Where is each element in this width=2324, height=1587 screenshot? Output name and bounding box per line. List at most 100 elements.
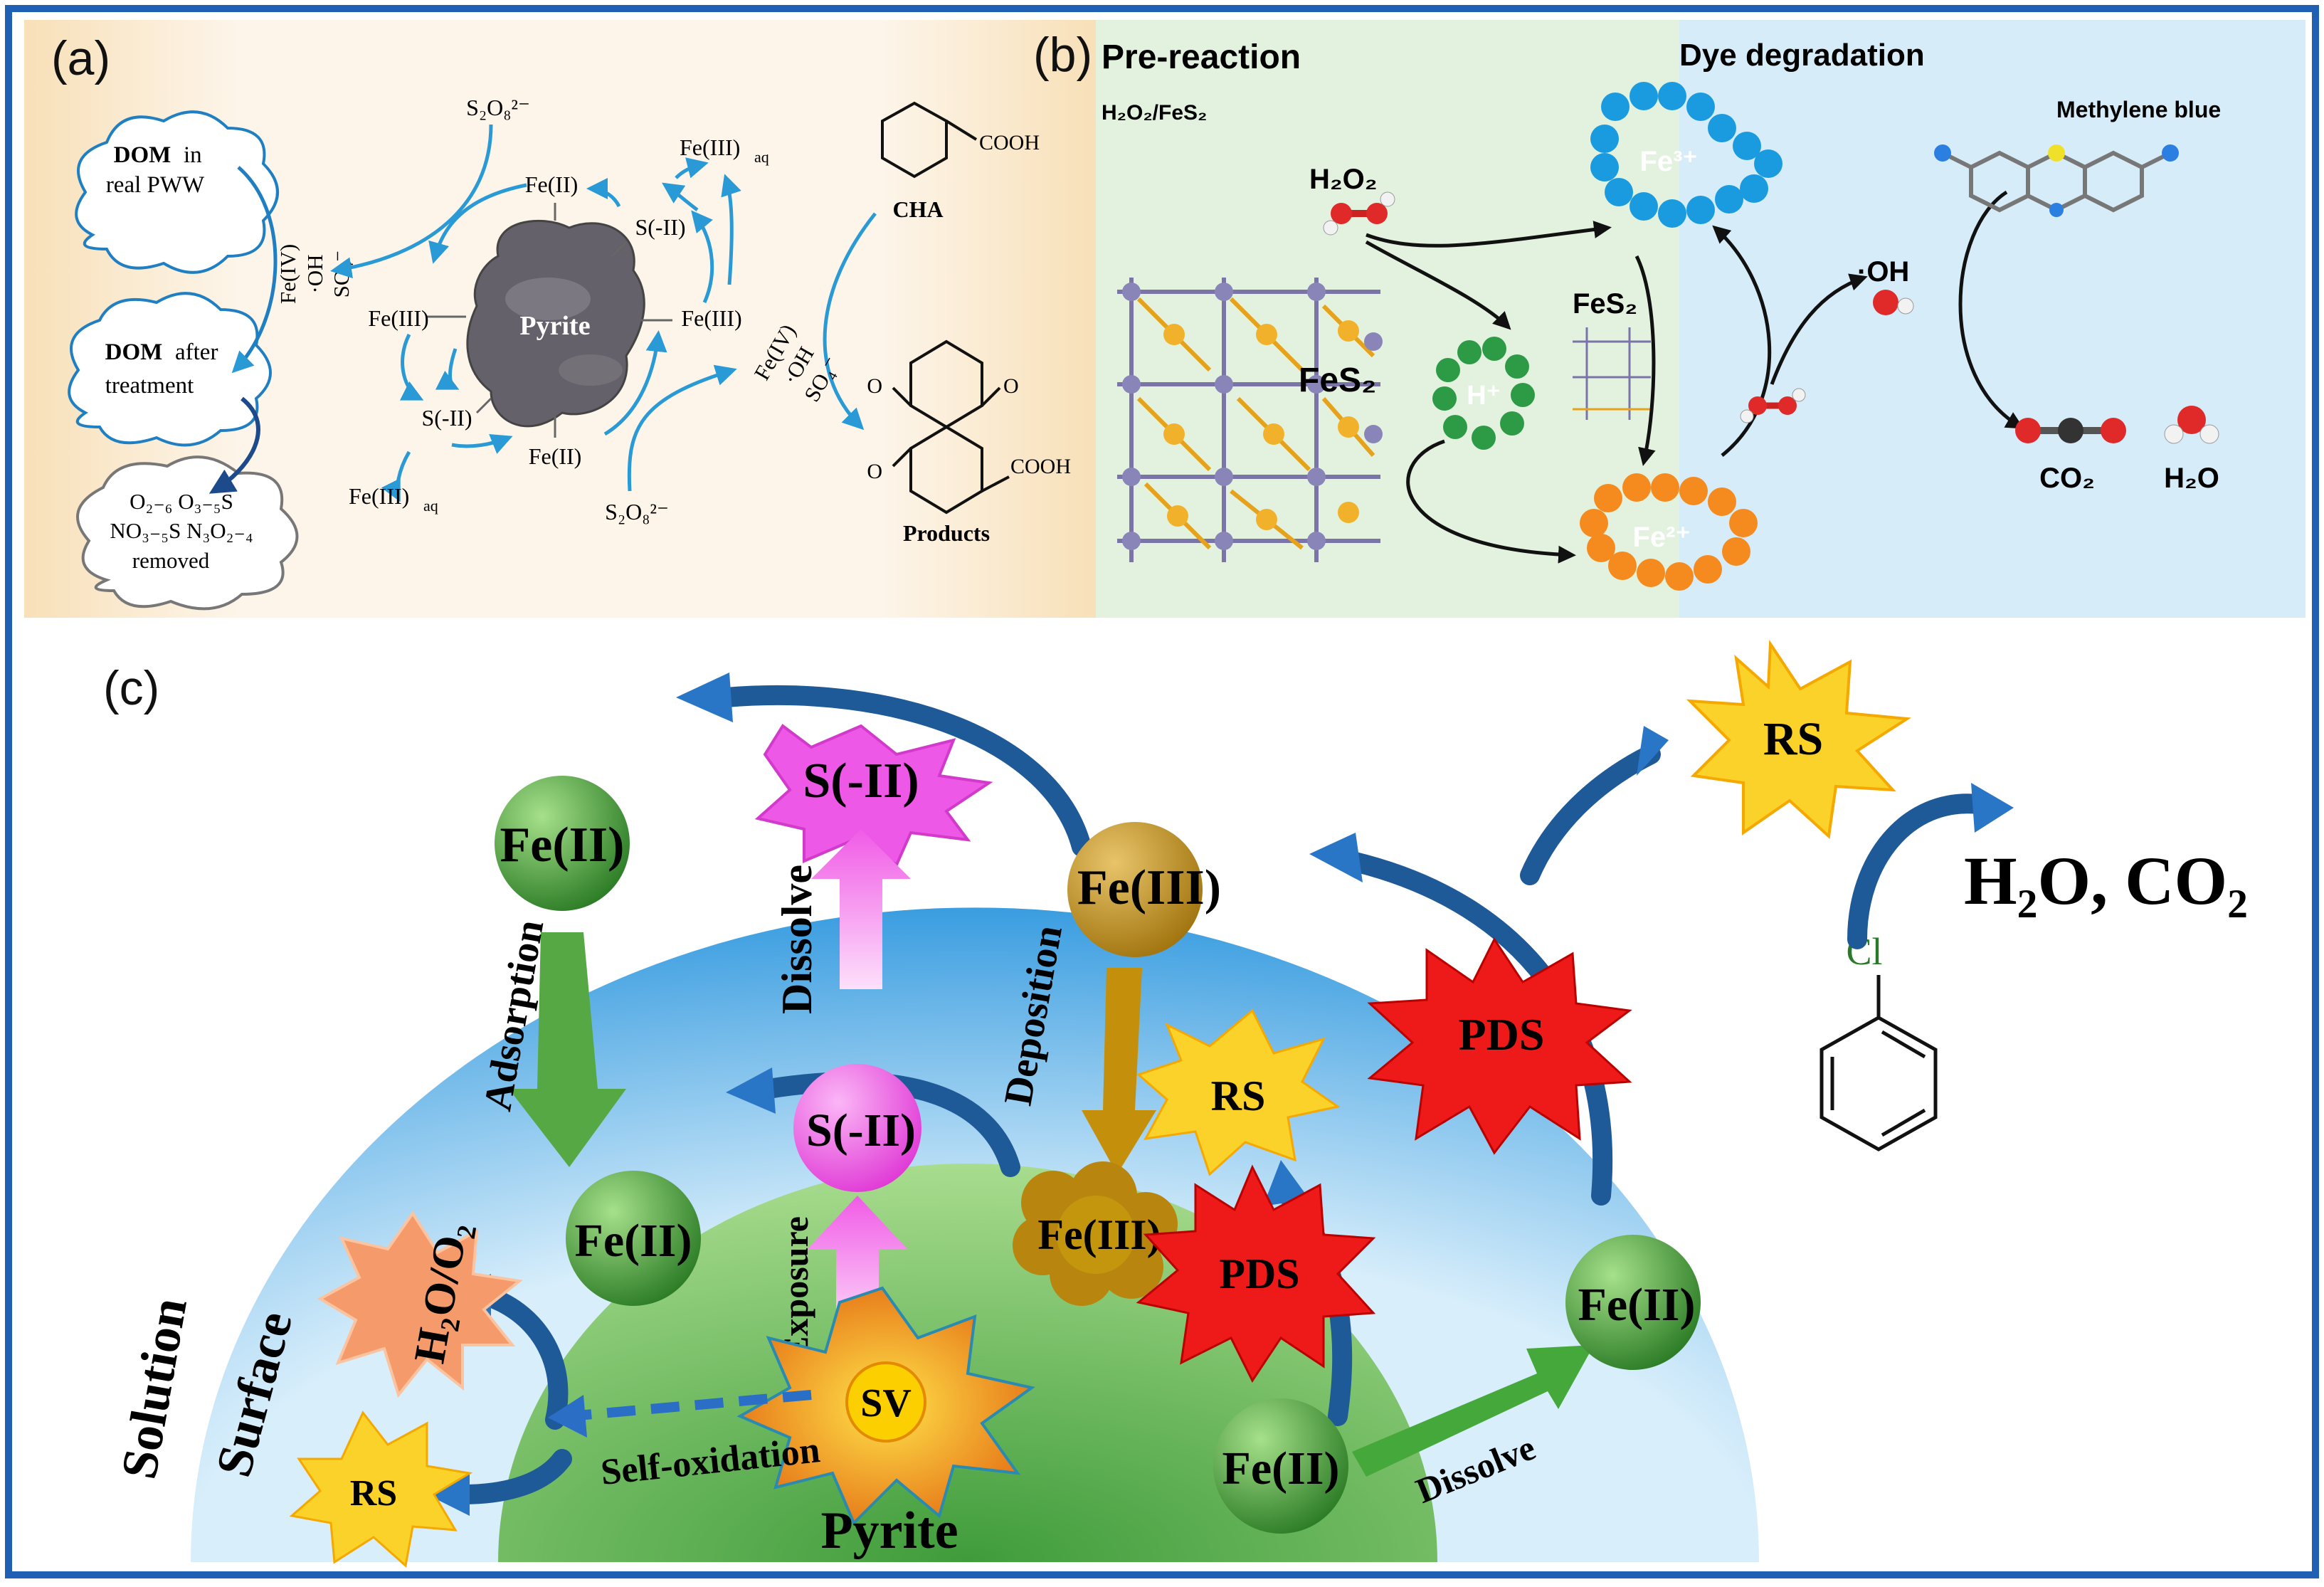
persulfate-top: S₂O₈²⁻ (466, 95, 530, 120)
removed-line2: NO₃₋₅S N₃O₂₋₄ (110, 518, 253, 543)
dom-real-line3: real PWW (106, 172, 205, 198)
fes2-lattice: FeS₂ (1117, 278, 1383, 562)
s2-inner-label: S(-II) (806, 1104, 916, 1156)
cloud-dom-after: DOM after treatment (68, 292, 272, 447)
fe2-plus-cluster (1580, 473, 1758, 591)
fe3aq-bottom-sub: aq (423, 497, 438, 515)
s2-top-label: S(-II) (635, 214, 685, 240)
dissolve-right-arrow (1352, 1345, 1594, 1477)
persulfate-bottom: S₂O₈²⁻ (605, 499, 669, 524)
fe2-top-label: Fe(II) (525, 172, 579, 197)
h2o-molecule (2164, 406, 2219, 444)
panel-c: (c) RS H₂O, CO₂ Cl (103, 639, 2248, 1568)
h2o2-label: H₂O₂ (1309, 164, 1378, 195)
fe2-core-label: Fe(II) (1222, 1443, 1340, 1494)
h2o-co2-label: H₂O, CO₂ (1964, 843, 2248, 919)
co2-label: CO₂ (2039, 463, 2095, 494)
arrow-dom-to-after (231, 166, 278, 374)
fe2-inner-label: Fe(II) (575, 1215, 692, 1267)
exposure-g: Exposure (776, 1216, 815, 1360)
fes2-main-label: FeS₂ (1299, 362, 1376, 399)
radical-so4-left: SO₄⁻ (329, 251, 354, 298)
methylene-blue-label: Methylene blue (2056, 97, 2221, 122)
self-oxidation-dashed-arrow (569, 1390, 812, 1421)
panel-a: (a) DOM in real PWW DOM after treatment … (24, 20, 1096, 618)
h2o2-molecule (1323, 191, 1395, 236)
cha-molecule (881, 101, 978, 179)
h2o-label: H₂O (2164, 463, 2219, 494)
svg-text:O: O (867, 374, 882, 398)
product-cooh: COOH (1010, 455, 1071, 478)
dom-real-line1: DOM (114, 142, 171, 168)
fe3-outer-ball (1067, 822, 1203, 957)
arrow-after-to-removed (208, 396, 260, 494)
deposition-arrow (1082, 968, 1156, 1174)
cha-label: CHA (892, 196, 943, 222)
radical-oh-left-g: ·OH (302, 254, 327, 293)
dom-after-line3: treatment (105, 373, 194, 399)
product-molecule (892, 339, 1010, 515)
svg-text:O: O (1003, 374, 1019, 398)
fe3-outer-label: Fe(III) (1077, 860, 1221, 915)
pyrite-core-label: Pyrite (820, 1502, 958, 1560)
panel-b-label: (b) (1033, 28, 1092, 82)
oh-label: ·OH (1857, 256, 1909, 288)
removed-line3: removed (132, 548, 210, 573)
pds-top-label: PDS (1459, 1009, 1545, 1060)
panel-c-label: (c) (103, 661, 159, 715)
chlorobenzene (1819, 975, 1938, 1151)
rs-bottom-label: RS (350, 1473, 397, 1514)
dom-after-line1: DOM (105, 339, 163, 365)
oh-molecule (1873, 290, 1914, 315)
pds-mid-star (1136, 1164, 1376, 1383)
methylene-blue-molecule (1941, 150, 2172, 213)
cycle-arrows (330, 124, 877, 502)
h-plus-cluster (1432, 337, 1535, 450)
rs-mid-label: RS (1211, 1072, 1266, 1119)
radicals-left: Fe(IV) (275, 244, 300, 304)
removed-line1: O₂₋₆ O₃₋₅S (130, 489, 233, 514)
rs-star-top: RS (1686, 639, 1911, 840)
pds-top-star (1367, 937, 1632, 1155)
dye-degradation-title: Dye degradation (1679, 38, 1925, 73)
fe2-right-ball (1565, 1235, 1701, 1370)
dissolve-vertical-g: Dissolve (773, 865, 820, 1014)
rs-top-label: RS (1763, 713, 1823, 765)
pre-reaction-title: Pre-reaction (1102, 38, 1301, 76)
fe3-inner-cloud (1013, 1161, 1178, 1306)
s2-outer-star (754, 724, 993, 867)
pds-mid-label: PDS (1219, 1250, 1299, 1297)
adsorption-arrow (509, 932, 626, 1167)
fe3aq-top-sub: aq (754, 148, 769, 166)
h-plus-label: H⁺ (1467, 381, 1501, 411)
cloud-dom-real: DOM in real PWW (75, 110, 279, 274)
exposure-arrow (808, 1196, 907, 1338)
panel-a-label: (a) (51, 31, 110, 85)
dom-after-line2: after (175, 339, 218, 365)
s2-inner-ball (793, 1064, 921, 1192)
fe3-plus-label: Fe³⁺ (1639, 146, 1697, 177)
fe2-core-ball (1213, 1398, 1348, 1534)
fe2-outer-ball (495, 776, 630, 911)
pyrite-rock: Pyrite (466, 219, 645, 428)
fe3-inner-label: Fe(III) (1037, 1211, 1161, 1258)
h2o2-fes2-label: H₂O₂/FeS₂ (1102, 101, 1207, 125)
dissolve-vertical-label: Dissolve (773, 865, 820, 1014)
fe2-inner-ball (566, 1171, 701, 1306)
cloud-removed: O₂₋₆ O₃₋₅S NO₃₋₅S N₃O₂₋₄ removed (76, 455, 299, 611)
fe3aq-top-label: Fe(III) (680, 135, 740, 160)
radical-fe4-left: Fe(IV) (275, 244, 300, 304)
dom-real-line2: in (184, 142, 202, 168)
fe3-left-label: Fe(III) (368, 305, 428, 331)
co2-molecule (2015, 418, 2126, 443)
exposure-label: Exposure (776, 1216, 815, 1360)
h2o2-small (1740, 388, 1806, 423)
s2-bottom-label: S(-II) (421, 405, 472, 431)
products-label: Products (903, 520, 990, 546)
fe3-plus-cluster (1590, 82, 1782, 228)
pyrite-label: Pyrite (519, 311, 590, 341)
fe2-right-label: Fe(II) (1578, 1279, 1696, 1331)
dissolve-up-arrow (811, 829, 911, 989)
